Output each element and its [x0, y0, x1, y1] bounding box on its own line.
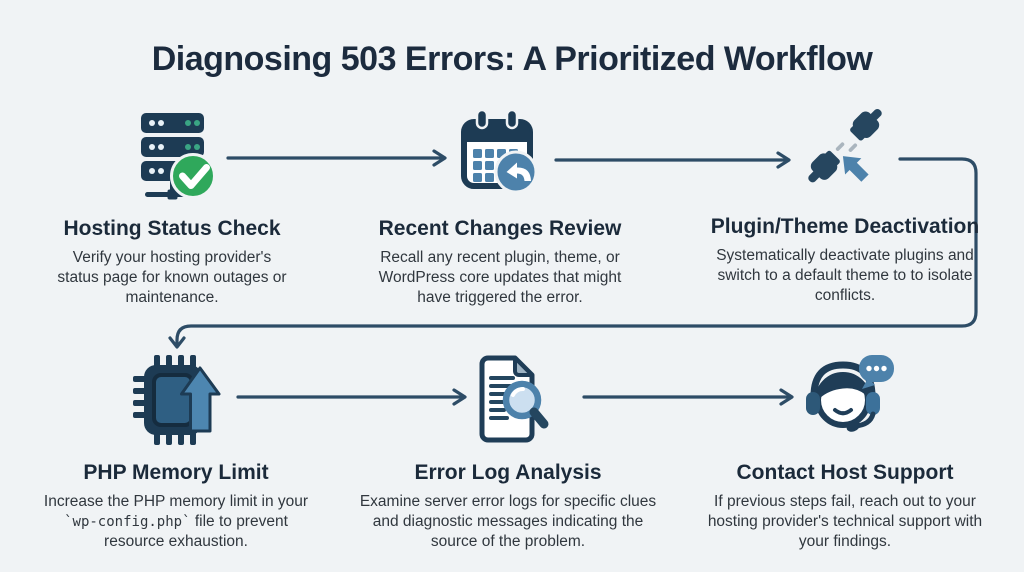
step-title: PHP Memory Limit [83, 461, 269, 484]
step-card-error-log: Error Log Analysis Examine server error … [338, 348, 678, 552]
step-card-php-memory: PHP Memory Limit Increase the PHP memory… [6, 348, 346, 552]
step-description: Recall any recent plugin, theme, or Word… [378, 249, 622, 307]
step-description: Increase the PHP memory limit in your `w… [43, 493, 309, 551]
step-description: Systematically deactivate plugins and sw… [716, 247, 974, 305]
step-card-recent-changes: Recent Changes Review Recall any recent … [330, 104, 670, 308]
step-description: If previous steps fail, reach out to you… [707, 493, 983, 551]
memory-chip-up-icon [124, 348, 228, 452]
step-title: Contact Host Support [736, 461, 954, 484]
code-wp-config: `wp-config.php` [64, 514, 191, 531]
support-headset-icon [790, 348, 900, 452]
page-title: Diagnosing 503 Errors: A Prioritized Wor… [151, 40, 873, 78]
step-title: Error Log Analysis [414, 461, 602, 484]
log-magnifier-icon [456, 348, 560, 452]
step-card-host-support: Contact Host Support If previous steps f… [675, 348, 1015, 552]
step-description: Verify your hosting provider's status pa… [57, 249, 287, 307]
step-title: Hosting Status Check [63, 217, 281, 240]
plug-disconnect-icon [792, 102, 898, 206]
step-title: Recent Changes Review [378, 217, 622, 240]
calendar-undo-icon [448, 104, 552, 208]
step-title: Plugin/Theme Deactivation [710, 215, 980, 238]
step-card-hosting-status: Hosting Status Check Verify your hosting… [2, 104, 342, 308]
step-card-plugin-theme: Plugin/Theme Deactivation Systematically… [675, 102, 1015, 306]
server-check-icon [119, 104, 225, 208]
step-description: Examine server error logs for specific c… [359, 493, 657, 551]
